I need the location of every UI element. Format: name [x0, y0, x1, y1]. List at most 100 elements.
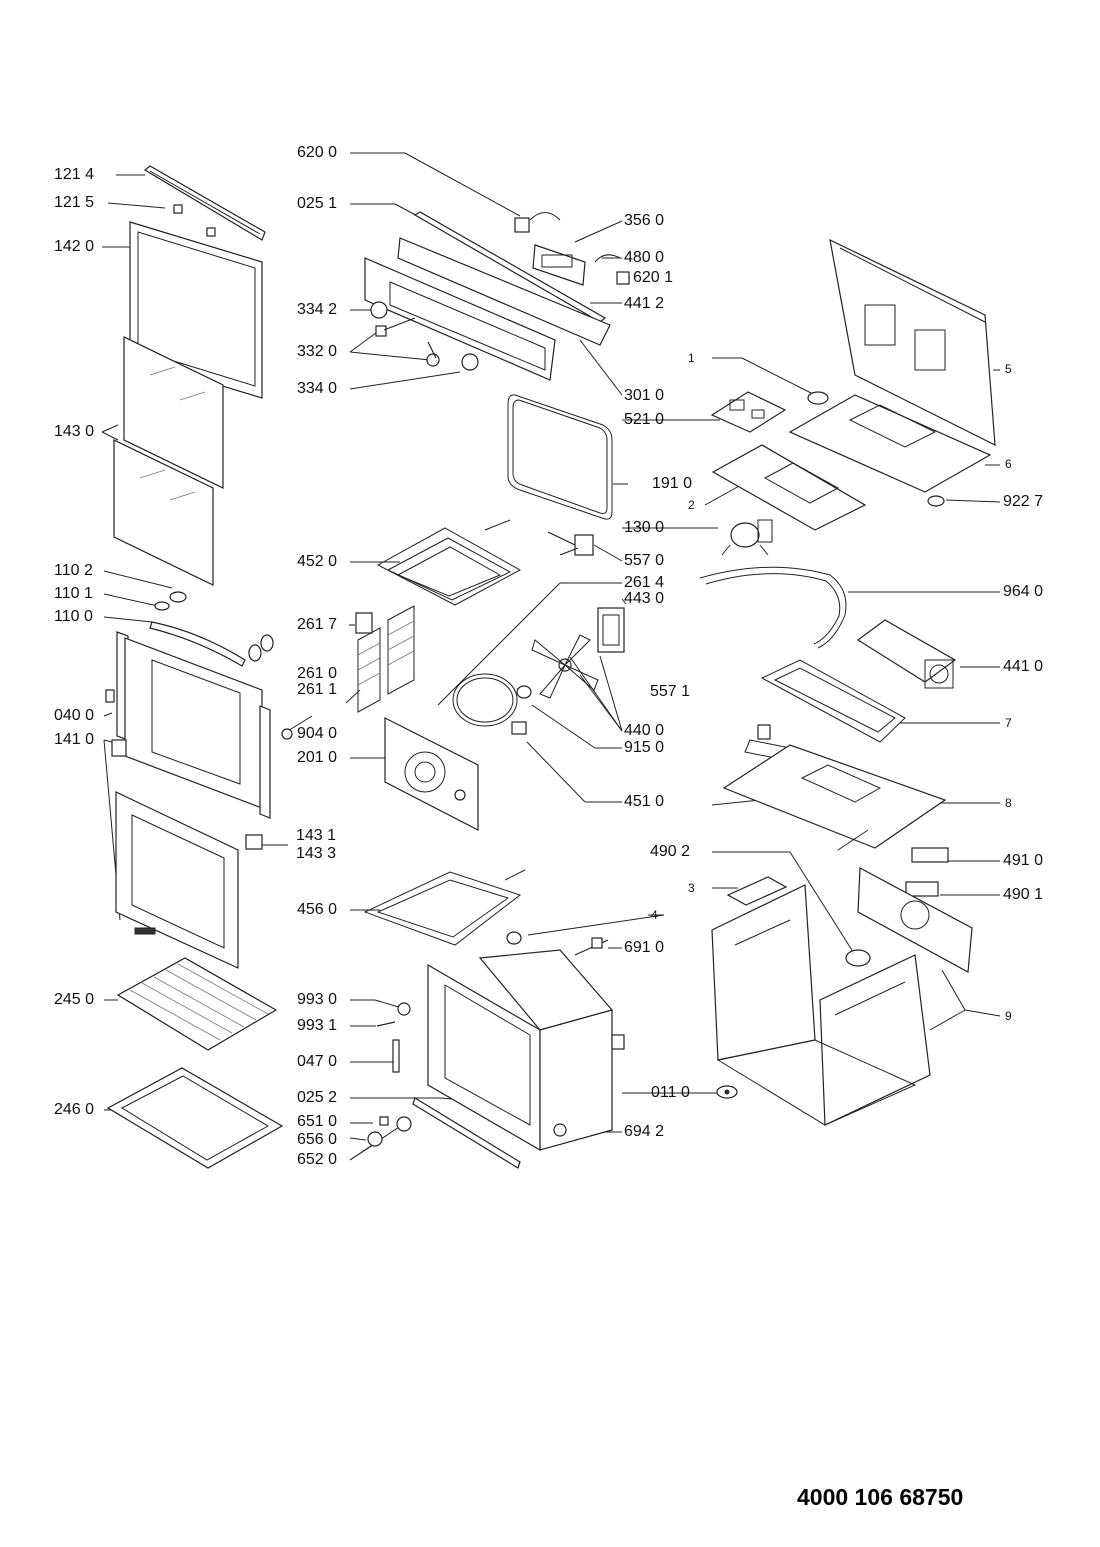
part-display-module [532, 244, 586, 286]
part-air-duct-plate [722, 744, 947, 851]
label-040-0: 040 0 [54, 707, 95, 724]
label-121-4: 121 4 [54, 166, 95, 183]
part-door-bottom-trim [412, 1097, 521, 1169]
part-side-wall-right [857, 867, 973, 973]
label-334-2: 334 2 [297, 301, 338, 318]
part-spacer [516, 685, 532, 699]
part-latch-block [245, 834, 263, 850]
part-rear-fan-cover [384, 717, 479, 831]
label-201-0: 201 0 [297, 749, 338, 766]
label-915-0: 915 0 [624, 739, 665, 756]
label-452-0: 452 0 [297, 553, 338, 570]
label-191-0: 191 0 [652, 475, 693, 492]
label-922-7: 922 7 [1003, 493, 1044, 510]
label-491-0: 491 0 [1003, 852, 1044, 869]
label-620-0: 620 0 [297, 144, 338, 161]
part-grommet [807, 391, 945, 507]
label-651-0: 651 0 [297, 1113, 338, 1130]
part-door-gasket [507, 394, 613, 520]
label-1: 1 [688, 351, 695, 365]
label-620-1: 620 1 [633, 269, 674, 286]
label-047-0: 047 0 [297, 1053, 338, 1070]
part-lamp-holder [506, 931, 522, 945]
label-5: 5 [1005, 362, 1012, 376]
part-knobs [370, 301, 479, 371]
part-door-handle-and-caps [149, 591, 274, 667]
label-521-0: 521 0 [624, 411, 665, 428]
label-480-0: 480 0 [624, 249, 665, 266]
label-964-0: 964 0 [1003, 583, 1044, 600]
part-terminal-block [905, 847, 949, 897]
part-control-panel-frame [364, 211, 611, 381]
part-inner-glass-panels [113, 336, 224, 586]
label-130-0: 130 0 [624, 519, 665, 536]
part-cable-clamp [574, 937, 609, 956]
part-shelf-supports [355, 605, 415, 713]
part-tray-plate [711, 444, 867, 531]
part-top-cover [788, 394, 992, 493]
label-440-0: 440 0 [624, 722, 665, 739]
label-904-0: 904 0 [297, 725, 338, 742]
label-4: 4 [651, 908, 658, 922]
part-baking-tray [106, 1067, 284, 1169]
label-301-0: 301 0 [624, 387, 665, 404]
label-143-3: 143 3 [296, 845, 337, 862]
label-557-1: 557 1 [650, 683, 691, 700]
label-993-1: 993 1 [297, 1017, 338, 1034]
part-hinge-clips [173, 204, 216, 237]
label-142-0: 142 0 [54, 238, 95, 255]
leader-lines [101, 152, 1001, 1161]
label-025-1: 025 1 [297, 195, 338, 212]
label-441-2: 441 2 [624, 295, 665, 312]
label-3: 3 [688, 881, 695, 895]
label-356-0: 356 0 [624, 212, 665, 229]
part-lamp-cap [281, 728, 293, 740]
label-245-0: 245 0 [54, 991, 95, 1008]
label-7: 7 [1005, 716, 1012, 730]
part-hinge-small-parts [367, 1002, 412, 1147]
part-insulation-block [726, 876, 788, 906]
label-110-1: 110 1 [54, 585, 93, 602]
label-652-0: 652 0 [297, 1151, 338, 1168]
label-694-2: 694 2 [624, 1123, 665, 1140]
part-outer-door-glass [129, 221, 263, 399]
part-top-strip [143, 165, 266, 241]
part-rear-panel [829, 238, 996, 447]
label-2: 2 [688, 498, 695, 512]
part-fan-blade [531, 634, 599, 699]
part-bottom-switch [553, 1123, 567, 1137]
label-456-0: 456 0 [297, 901, 338, 918]
part-wire-rack [116, 957, 278, 1051]
label-110-2: 110 2 [54, 562, 93, 579]
document-number: 4000 106 68750 [797, 1484, 964, 1510]
part-fan-motor [597, 607, 625, 653]
label-691-0: 691 0 [624, 939, 665, 956]
part-bottom-element [363, 869, 526, 946]
label-993-0: 993 0 [297, 991, 338, 1008]
label-656-0: 656 0 [297, 1131, 338, 1148]
part-control-board [710, 391, 787, 433]
part-thermostat-sensor [547, 531, 594, 556]
part-cooling-fan-motor [721, 519, 773, 556]
part-switches-and-wires [514, 212, 630, 285]
label-332-0: 332 0 [297, 343, 338, 360]
part-side-panels [711, 884, 931, 1126]
label-490-2: 490 2 [650, 843, 691, 860]
label-441-0: 441 0 [1003, 658, 1044, 675]
label-334-0: 334 0 [297, 380, 338, 397]
part-cooling-fan-assembly [856, 619, 957, 689]
label-557-0: 557 0 [624, 552, 665, 569]
label-451-0: 451 0 [624, 793, 665, 810]
label-261-0: 261 0 [297, 665, 338, 682]
part-door-frame-assembly [105, 631, 271, 819]
label-261-1: 261 1 [297, 681, 338, 698]
label-261-7: 261 7 [297, 616, 338, 633]
label-6: 6 [1005, 457, 1012, 471]
label-141-0: 141 0 [54, 731, 95, 748]
part-foot [716, 1085, 738, 1099]
part-fan-housing [845, 949, 871, 967]
label-110-0: 110 0 [54, 608, 93, 625]
label-9: 9 [1005, 1009, 1012, 1023]
part-ring-element [452, 673, 527, 735]
part-flexible-duct [699, 566, 847, 649]
